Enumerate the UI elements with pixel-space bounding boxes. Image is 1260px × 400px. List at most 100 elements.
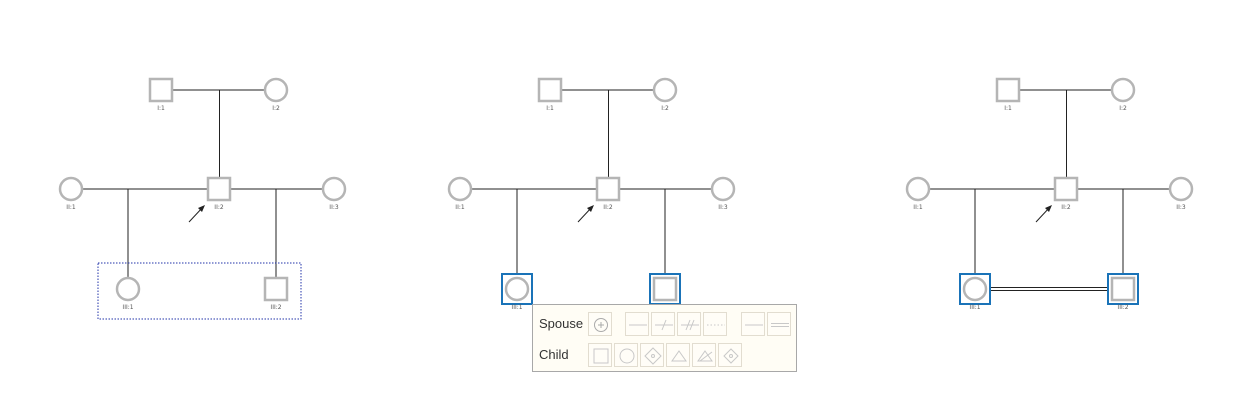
line-single-slash-tool-button[interactable]	[651, 312, 675, 336]
triangle-tool-button[interactable]	[666, 343, 690, 367]
individual-label: II:2	[603, 204, 613, 211]
individual-i-1[interactable]: I:1	[537, 77, 563, 112]
individual-label: II:3	[1176, 204, 1186, 211]
individual-iii-2[interactable]: III:2	[263, 276, 289, 311]
female-symbol[interactable]	[962, 276, 988, 302]
male-symbol[interactable]	[537, 77, 563, 103]
individual-i-1[interactable]: I:1	[995, 77, 1021, 112]
female-symbol[interactable]	[504, 276, 530, 302]
individual-ii-2[interactable]: II:2	[595, 176, 621, 211]
male-symbol[interactable]	[995, 77, 1021, 103]
individual-i-1[interactable]: I:1	[148, 77, 174, 112]
male-symbol[interactable]	[595, 176, 621, 202]
individual-ii-1[interactable]: II:1	[58, 176, 84, 211]
individual-i-2[interactable]: I:2	[263, 77, 289, 112]
individual-label: II:1	[66, 204, 76, 211]
male-symbol[interactable]	[263, 276, 289, 302]
male-symbol[interactable]	[652, 276, 678, 302]
diamond-small-icon	[723, 348, 739, 364]
individual-iii-1[interactable]: III:1	[959, 273, 991, 311]
triangle-slash-tool-button[interactable]	[692, 343, 716, 367]
individual-iii-1[interactable]: III:1	[115, 276, 141, 311]
child-label: Child	[539, 347, 569, 362]
female-symbol[interactable]	[115, 276, 141, 302]
individual-i-2[interactable]: I:2	[652, 77, 678, 112]
female-symbol[interactable]	[321, 176, 347, 202]
individual-label: II:3	[329, 204, 339, 211]
circle-icon	[619, 348, 635, 364]
selection-box	[97, 262, 302, 320]
circle-tool-button[interactable]	[614, 343, 638, 367]
individual-label: III:2	[270, 304, 281, 311]
quick-add-menu: Spouse Child	[532, 304, 797, 372]
line-single-icon	[745, 324, 763, 326]
individual-label: III:2	[1117, 304, 1128, 311]
male-symbol[interactable]	[1053, 176, 1079, 202]
proband-arrowhead	[198, 205, 205, 212]
individual-label: III:1	[511, 304, 522, 311]
individual-ii-3[interactable]: II:3	[321, 176, 347, 211]
female-symbol[interactable]	[263, 77, 289, 103]
individual-label: I:2	[1119, 105, 1127, 112]
individual-i-2[interactable]: I:2	[1110, 77, 1136, 112]
diamond-small-tool-button[interactable]	[718, 343, 742, 367]
female-symbol[interactable]	[447, 176, 473, 202]
individual-label: I:1	[1004, 105, 1012, 112]
square-tool-button[interactable]	[588, 343, 612, 367]
line-double-slash-icon	[681, 319, 699, 331]
line-single-tool-button[interactable]	[741, 312, 765, 336]
female-symbol[interactable]	[710, 176, 736, 202]
female-symbol[interactable]	[1168, 176, 1194, 202]
proband-arrowhead	[587, 205, 594, 212]
add-circle-icon	[594, 318, 608, 332]
individual-ii-3[interactable]: II:3	[1168, 176, 1194, 211]
individual-label: I:2	[661, 105, 669, 112]
child-row: Child	[533, 341, 796, 369]
triangle-icon	[671, 350, 687, 362]
individual-ii-1[interactable]: II:1	[447, 176, 473, 211]
male-symbol[interactable]	[206, 176, 232, 202]
individual-iii-2[interactable]: III:2	[1107, 273, 1139, 311]
individual-label: II:2	[214, 204, 224, 211]
add-circle-tool-button[interactable]	[588, 312, 612, 336]
individual-ii-3[interactable]: II:3	[710, 176, 736, 211]
line-solid-tool-button[interactable]	[625, 312, 649, 336]
diamond-tool-button[interactable]	[640, 343, 664, 367]
individual-unlabeled[interactable]	[649, 273, 681, 305]
female-symbol[interactable]	[1110, 77, 1136, 103]
spouse-row: Spouse	[533, 310, 796, 338]
square-icon	[593, 348, 609, 364]
individual-label: II:1	[913, 204, 923, 211]
line-dotted-icon	[707, 324, 725, 326]
proband-arrowhead	[1045, 205, 1052, 212]
female-symbol[interactable]	[58, 176, 84, 202]
individual-label: I:1	[157, 105, 165, 112]
individual-label: II:2	[1061, 204, 1071, 211]
female-symbol[interactable]	[905, 176, 931, 202]
individual-label: III:1	[122, 304, 133, 311]
diamond-icon	[644, 347, 662, 365]
line-double-slash-tool-button[interactable]	[677, 312, 701, 336]
spouse-label: Spouse	[539, 316, 584, 331]
male-symbol[interactable]	[148, 77, 174, 103]
individual-ii-2[interactable]: II:2	[206, 176, 232, 211]
individual-label: III:1	[969, 304, 980, 311]
line-double-tool-button[interactable]	[767, 312, 791, 336]
female-symbol[interactable]	[652, 77, 678, 103]
individual-label: I:1	[546, 105, 554, 112]
male-symbol[interactable]	[1110, 276, 1136, 302]
line-dotted-tool-button[interactable]	[703, 312, 727, 336]
line-single-slash-icon	[655, 319, 673, 331]
individual-ii-1[interactable]: II:1	[905, 176, 931, 211]
individual-label: II:3	[718, 204, 728, 211]
individual-label: I:2	[272, 105, 280, 112]
individual-iii-1[interactable]: III:1	[501, 273, 533, 311]
triangle-slash-icon	[697, 350, 713, 362]
line-double-icon	[771, 323, 789, 327]
individual-ii-2[interactable]: II:2	[1053, 176, 1079, 211]
